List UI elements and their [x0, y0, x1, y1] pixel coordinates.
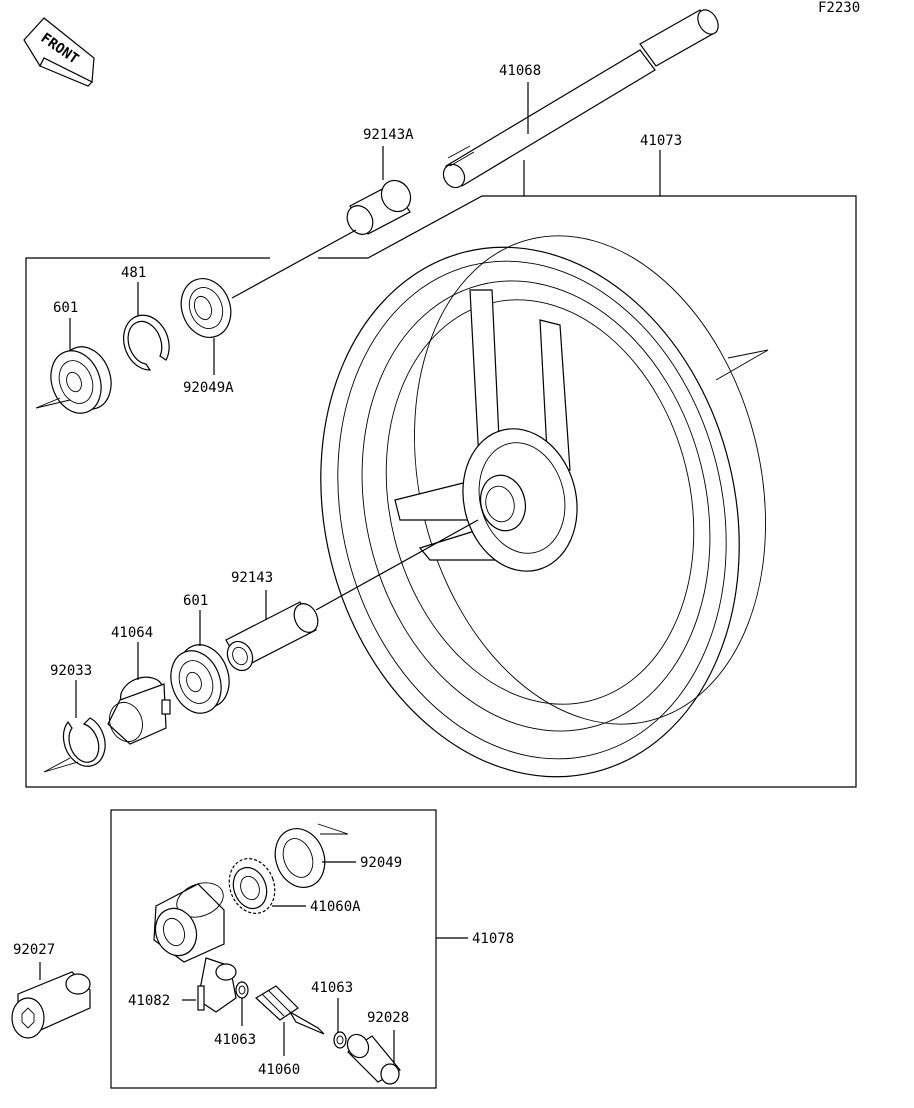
label-92027: 92027 — [13, 942, 55, 958]
gear-housing — [153, 882, 237, 1013]
label-41068: 41068 — [499, 63, 541, 79]
label-92143: 92143 — [231, 570, 273, 586]
label-601-top: 601 — [53, 300, 78, 316]
bushing-92028 — [346, 1033, 401, 1085]
washer-41063-left — [235, 981, 249, 999]
label-41060A: 41060A — [310, 899, 361, 915]
collar-92143 — [225, 601, 319, 672]
label-41064: 41064 — [111, 625, 153, 641]
label-92033: 92033 — [50, 663, 92, 679]
coupler-41064 — [107, 676, 171, 745]
pin-41082 — [197, 985, 205, 1011]
label-92028: 92028 — [367, 1010, 409, 1026]
label-41078: 41078 — [472, 931, 514, 947]
circlip-92033 — [43, 717, 106, 773]
pinion-gear-41060 — [255, 985, 325, 1035]
gear-housing-frame — [110, 809, 437, 1089]
label-41060: 41060 — [258, 1062, 300, 1078]
ball-bearing-601-top — [35, 346, 112, 414]
washer-41063-right — [333, 1031, 347, 1049]
axle-41068 — [442, 9, 719, 189]
ball-bearing-601-bottom — [170, 644, 230, 714]
label-41063-right: 41063 — [311, 980, 353, 996]
label-41082: 41082 — [128, 993, 170, 1009]
label-92049: 92049 — [360, 855, 402, 871]
oil-seal-92049A — [180, 278, 232, 338]
circlip-481 — [122, 314, 170, 371]
label-41073: 41073 — [640, 133, 682, 149]
label-601-bottom: 601 — [183, 593, 208, 609]
label-41063-left: 41063 — [214, 1032, 256, 1048]
label-92049A: 92049A — [183, 380, 234, 396]
figure-code: F2230 — [818, 0, 860, 16]
oil-seal-92049 — [274, 823, 349, 888]
label-92143A: 92143A — [363, 127, 414, 143]
collar-92143A — [346, 179, 412, 235]
gear-41060A — [228, 858, 276, 914]
front-arrow-icon: FRONT — [23, 17, 95, 87]
wheel-assembly-frame — [25, 160, 857, 788]
wheel-41073 — [320, 235, 769, 778]
label-481: 481 — [121, 265, 146, 281]
socket-92027 — [11, 971, 91, 1039]
